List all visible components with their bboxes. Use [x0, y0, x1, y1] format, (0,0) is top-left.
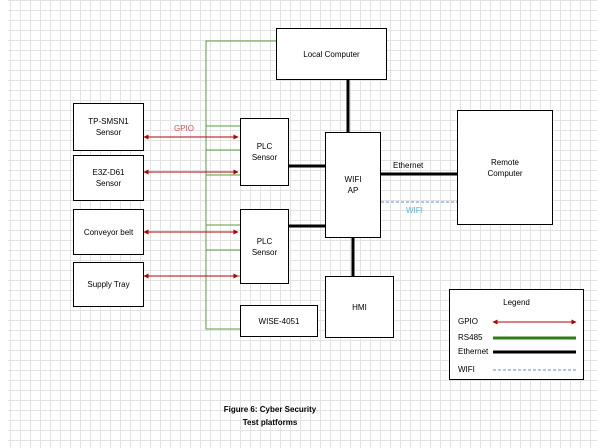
supply-tray-node: Supply Tray — [73, 262, 144, 307]
legend-ethernet-label: Ethernet — [458, 347, 489, 356]
gpio-edge-label: GPIO — [174, 124, 195, 133]
ethernet-edge-label: Ethernet — [393, 161, 424, 170]
conveyor-belt-node: Conveyor belt — [73, 209, 144, 255]
plc-sensor-bottom-node: PLC Sensor — [240, 209, 289, 284]
gpio-links — [143, 134, 239, 279]
canvas-margin — [0, 0, 8, 448]
figure-caption-line2: Test platforms — [242, 418, 298, 427]
wifi-edge-label: WIFI — [406, 206, 423, 215]
wifi-ap-node: WIFI AP — [325, 132, 381, 238]
tp-smsn1-sensor-node: TP-SMSN1 Sensor — [73, 103, 144, 151]
figure-caption-line1: Figure 6: Cyber Security — [223, 405, 317, 414]
legend-swatches — [492, 319, 577, 371]
wise-4051-node: WISE-4051 — [240, 305, 318, 337]
legend-rs485-label: RS485 — [458, 333, 483, 342]
plc-sensor-top-node: PLC Sensor — [240, 118, 289, 186]
remote-computer-node: Remote Computer — [457, 110, 553, 225]
figure-caption: Figure 6: Cyber Security Test platforms — [190, 403, 350, 429]
e3z-d61-sensor-node: E3Z-D61 Sensor — [73, 155, 144, 201]
legend-gpio-label: GPIO — [458, 317, 479, 326]
legend-title: Legend — [503, 298, 530, 307]
local-computer-node: Local Computer — [276, 28, 387, 80]
legend-box: Legend GPIO RS485 Ethernet WIFI — [449, 289, 584, 380]
legend-wifi-label: WIFI — [458, 365, 475, 374]
hmi-node: HMI — [325, 276, 394, 338]
